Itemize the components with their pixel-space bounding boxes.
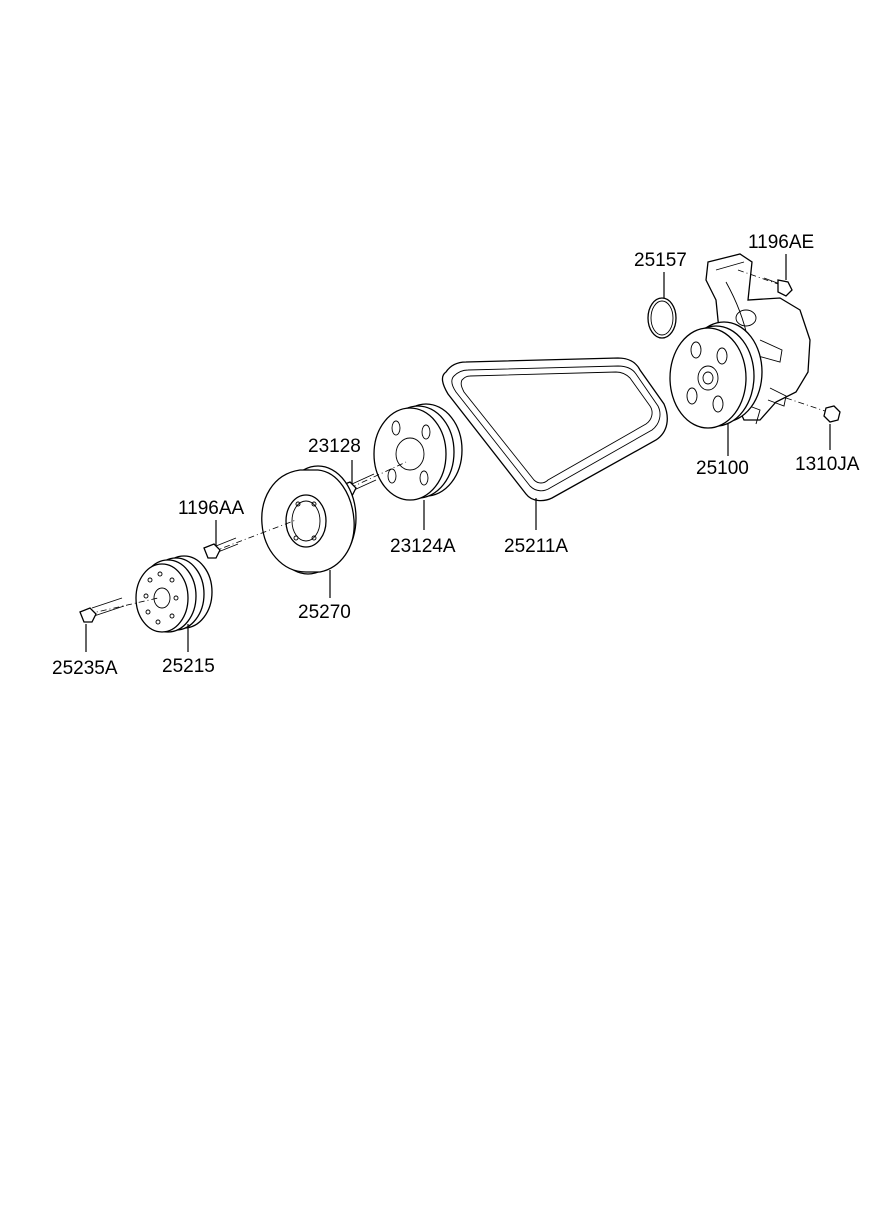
nut-1310ja	[785, 397, 841, 423]
bolt-25235a	[79, 597, 159, 623]
bolt-1196ae	[737, 269, 793, 297]
v-ribbed-belt	[441, 357, 668, 502]
crank-pulley-23124a	[373, 403, 463, 501]
water-pump-pulley	[669, 321, 763, 429]
bolt-1196aa	[203, 519, 297, 559]
label-23124a: 23124A	[390, 536, 456, 557]
gasket-o-ring	[647, 297, 677, 339]
label-25100: 25100	[696, 458, 749, 479]
damper-pulley-25270	[261, 465, 357, 575]
label-1196ae: 1196AE	[748, 232, 814, 253]
label-25215: 25215	[162, 656, 215, 677]
leader-lines	[85, 254, 831, 652]
label-25235a: 25235A	[52, 658, 118, 679]
pulley-25215	[135, 555, 213, 633]
label-25211a: 25211A	[504, 536, 568, 557]
label-1196aa: 1196AA	[178, 498, 245, 519]
label-25270: 25270	[298, 602, 351, 623]
label-23128: 23128	[308, 436, 361, 457]
label-1310ja: 1310JA	[795, 454, 860, 475]
label-25157: 25157	[634, 250, 687, 271]
